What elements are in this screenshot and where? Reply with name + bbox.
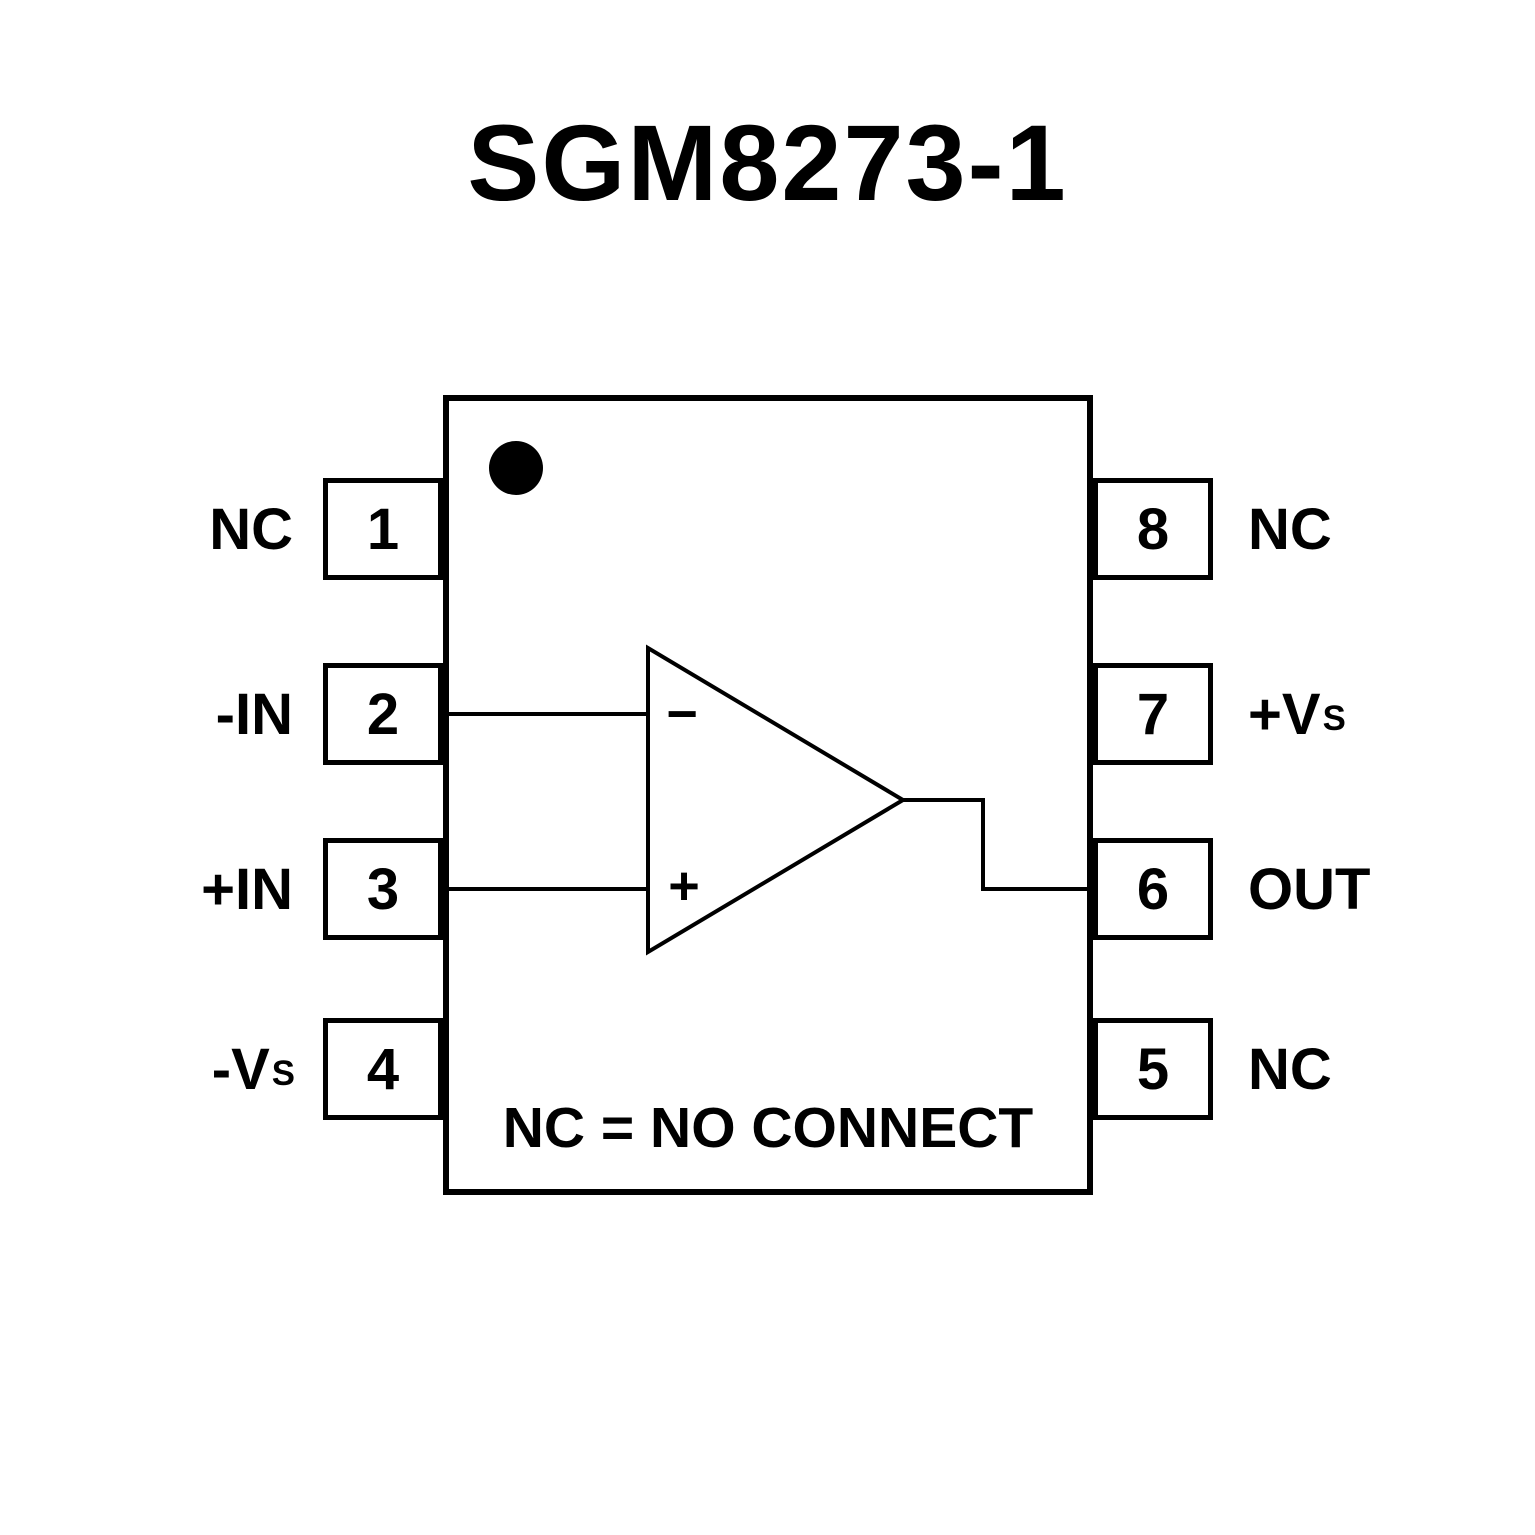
pin-label-6: OUT xyxy=(1248,838,1528,940)
pin-box-1: 1 xyxy=(323,478,443,580)
pin-label-7-text: +V xyxy=(1248,681,1321,747)
pin-box-2: 2 xyxy=(323,663,443,765)
pin-label-1-text: NC xyxy=(209,496,293,562)
pin-label-3: +IN xyxy=(60,838,295,940)
pin-number-8: 8 xyxy=(1136,496,1170,562)
inverting-input-sign: − xyxy=(666,684,698,744)
opamp-triangle-icon xyxy=(646,644,907,956)
pin-box-3: 3 xyxy=(323,838,443,940)
pin-box-5: 5 xyxy=(1093,1018,1213,1120)
wire-output xyxy=(903,798,1093,891)
chip-title: SGM8273-1 xyxy=(467,102,1068,223)
pin-label-2-text: -IN xyxy=(215,681,293,747)
pin-label-3-text: +IN xyxy=(201,856,293,922)
pin-label-5-text: NC xyxy=(1248,1036,1332,1102)
noninverting-input-sign: + xyxy=(668,856,700,916)
pin-number-2: 2 xyxy=(366,681,400,747)
pin-number-1: 1 xyxy=(366,496,400,562)
pin-label-8-text: NC xyxy=(1248,496,1332,562)
pin-label-1: NC xyxy=(60,478,295,580)
pin-box-6: 6 xyxy=(1093,838,1213,940)
pin-number-5: 5 xyxy=(1136,1036,1170,1102)
pin-label-7-subscript: S xyxy=(1322,699,1346,739)
pin-number-3: 3 xyxy=(366,856,400,922)
nc-note: NC = NO CONNECT xyxy=(502,1096,1034,1160)
pin-label-2: -IN xyxy=(60,663,295,765)
pin-number-7: 7 xyxy=(1136,681,1170,747)
pin-label-8: NC xyxy=(1248,478,1528,580)
pin-box-7: 7 xyxy=(1093,663,1213,765)
pin-number-4: 4 xyxy=(366,1036,400,1102)
pin1-indicator-dot xyxy=(489,441,543,495)
pin-box-4: 4 xyxy=(323,1018,443,1120)
pin-label-5: NC xyxy=(1248,1018,1528,1120)
pin-label-6-text: OUT xyxy=(1248,856,1371,922)
pin-number-6: 6 xyxy=(1136,856,1170,922)
opamp-schematic xyxy=(443,644,1093,956)
pin-label-4-text: -V xyxy=(211,1036,270,1102)
pin-label-4-subscript: S xyxy=(271,1054,295,1094)
pin-box-8: 8 xyxy=(1093,478,1213,580)
